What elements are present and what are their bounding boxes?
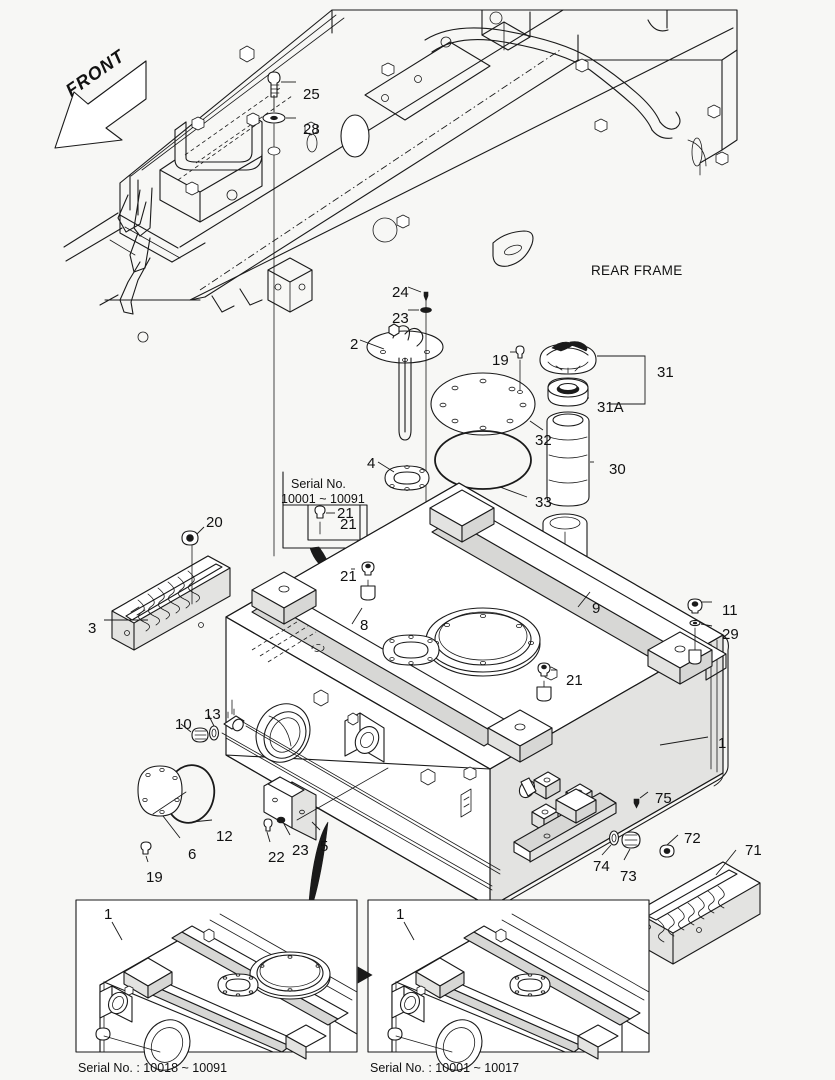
front-direction-arrow: [54, 60, 147, 149]
fuel-sender-unit-2: [359, 286, 444, 649]
right-lower-components: [601, 791, 761, 965]
fuel-tank-1: [225, 482, 729, 909]
flange-gasket-4: [282, 461, 430, 574]
bolt-25-assembly: [262, 71, 296, 557]
step-plate-3: [104, 526, 231, 651]
tank-cover-plate-32: [430, 345, 544, 498]
inset-link-arrow: [357, 966, 373, 984]
inset-right-panel: [367, 899, 650, 1071]
fastener-21-group: [351, 561, 557, 702]
rear-frame-assembly: [63, 9, 738, 343]
inset-left-panel: [75, 899, 358, 1071]
bolt-11-29: [687, 598, 713, 665]
left-port-components: [137, 699, 501, 891]
bracket-5-assembly: [263, 767, 389, 843]
